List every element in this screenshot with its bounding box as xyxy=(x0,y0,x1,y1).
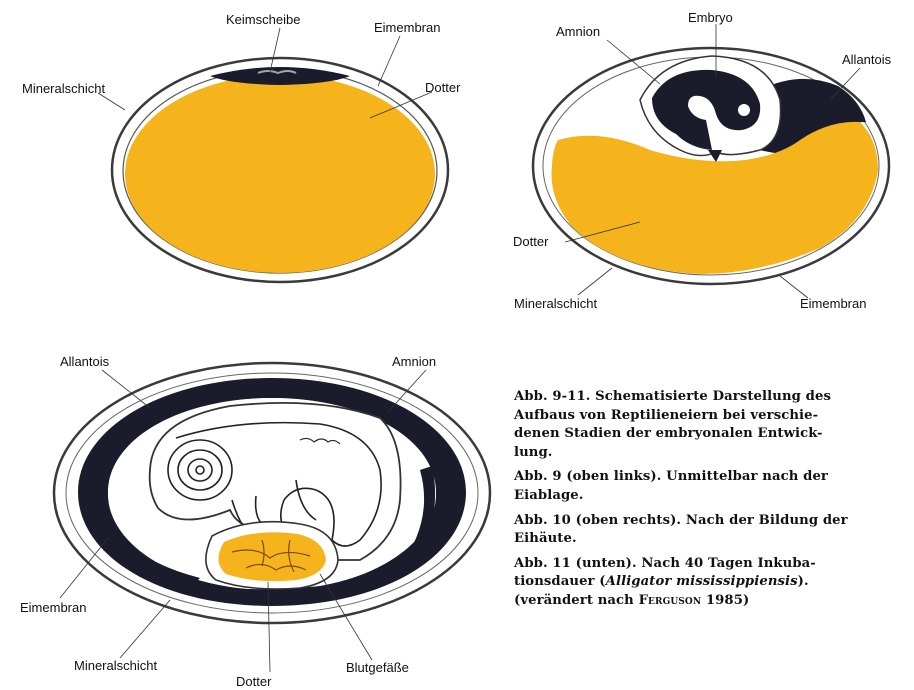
caption-main-line-2: Aufbaus von Reptilieneiern bei verschie- xyxy=(514,408,818,423)
caption-fig10-line-2: Eihäute. xyxy=(514,531,577,546)
caption-fig11-line-1: Abb. 11 (unten). Nach 40 Tagen Inkuba- xyxy=(514,556,816,571)
caption-fig9-line-1: Abb. 9 (oben links). Unmittelbar nach de… xyxy=(514,469,828,484)
caption-fig9-line-2: Eiablage. xyxy=(514,488,583,503)
fig10-label-yolk: Dotter xyxy=(513,234,549,249)
fig10-label-allantois: Allantois xyxy=(842,52,892,67)
caption-main-line-3: denen Stadien der embryonalen Entwick- xyxy=(514,426,823,441)
caption-author: Ferguson xyxy=(639,593,702,608)
figure-caption: Abb. 9-11. Schematisierte Darstellung de… xyxy=(514,388,906,617)
fig11-label-amnion: Amnion xyxy=(392,354,436,369)
fig11-label-mineral-layer: Mineralschicht xyxy=(74,658,157,673)
fig11-label-yolk: Dotter xyxy=(236,674,272,689)
caption-main: Abb. 9-11. Schematisierte Darstellung de… xyxy=(514,388,906,462)
caption-fig11: Abb. 11 (unten). Nach 40 Tagen Inkuba- t… xyxy=(514,555,906,611)
fig10-label-egg-membrane: Eimembran xyxy=(800,296,866,311)
fig9-label-mineral-layer: Mineralschicht xyxy=(22,81,105,96)
fig10-label-mineral-layer: Mineralschicht xyxy=(514,296,597,311)
fig10-label-amnion: Amnion xyxy=(556,24,600,39)
caption-fig10-line-1: Abb. 10 (oben rechts). Nach der Bildung … xyxy=(514,513,848,528)
caption-fig11-line-3b: 1985) xyxy=(701,593,749,608)
caption-main-line-4: lung. xyxy=(514,445,553,460)
fig10-label-embryo: Embryo xyxy=(688,10,733,25)
caption-fig11-line-2b: ). xyxy=(798,574,809,589)
caption-main-line-1: Abb. 9-11. Schematisierte Darstellung de… xyxy=(514,389,831,404)
caption-fig11-line-3a: (verändert nach xyxy=(514,593,639,608)
fig9-label-yolk: Dotter xyxy=(425,80,461,95)
fig9-label-egg-membrane: Eimembran xyxy=(374,20,440,35)
fig11-label-egg-membrane: Eimembran xyxy=(20,600,86,615)
fig11-label-blood-vessels: Blutgefäße xyxy=(346,660,409,675)
figure-9-egg-after-laying: Keimscheibe Eimembran Mineralschicht Dot… xyxy=(22,12,461,282)
figure-10-egg-after-membranes: Amnion Embryo Allantois Dotter Mineralsc… xyxy=(513,10,892,311)
fig9-yolk xyxy=(125,75,435,273)
fig9-label-germinal-disc: Keimscheibe xyxy=(226,12,300,27)
caption-fig11-line-2a: tionsdauer ( xyxy=(514,574,606,589)
figure-11-egg-after-40-days: Allantois Amnion Eimembran Mineralschich… xyxy=(20,354,490,689)
caption-fig10: Abb. 10 (oben rechts). Nach der Bildung … xyxy=(514,512,906,549)
fig11-label-allantois: Allantois xyxy=(60,354,110,369)
caption-fig9: Abb. 9 (oben links). Unmittelbar nach de… xyxy=(514,468,906,505)
caption-species: Alligator mississippiensis xyxy=(606,574,798,589)
